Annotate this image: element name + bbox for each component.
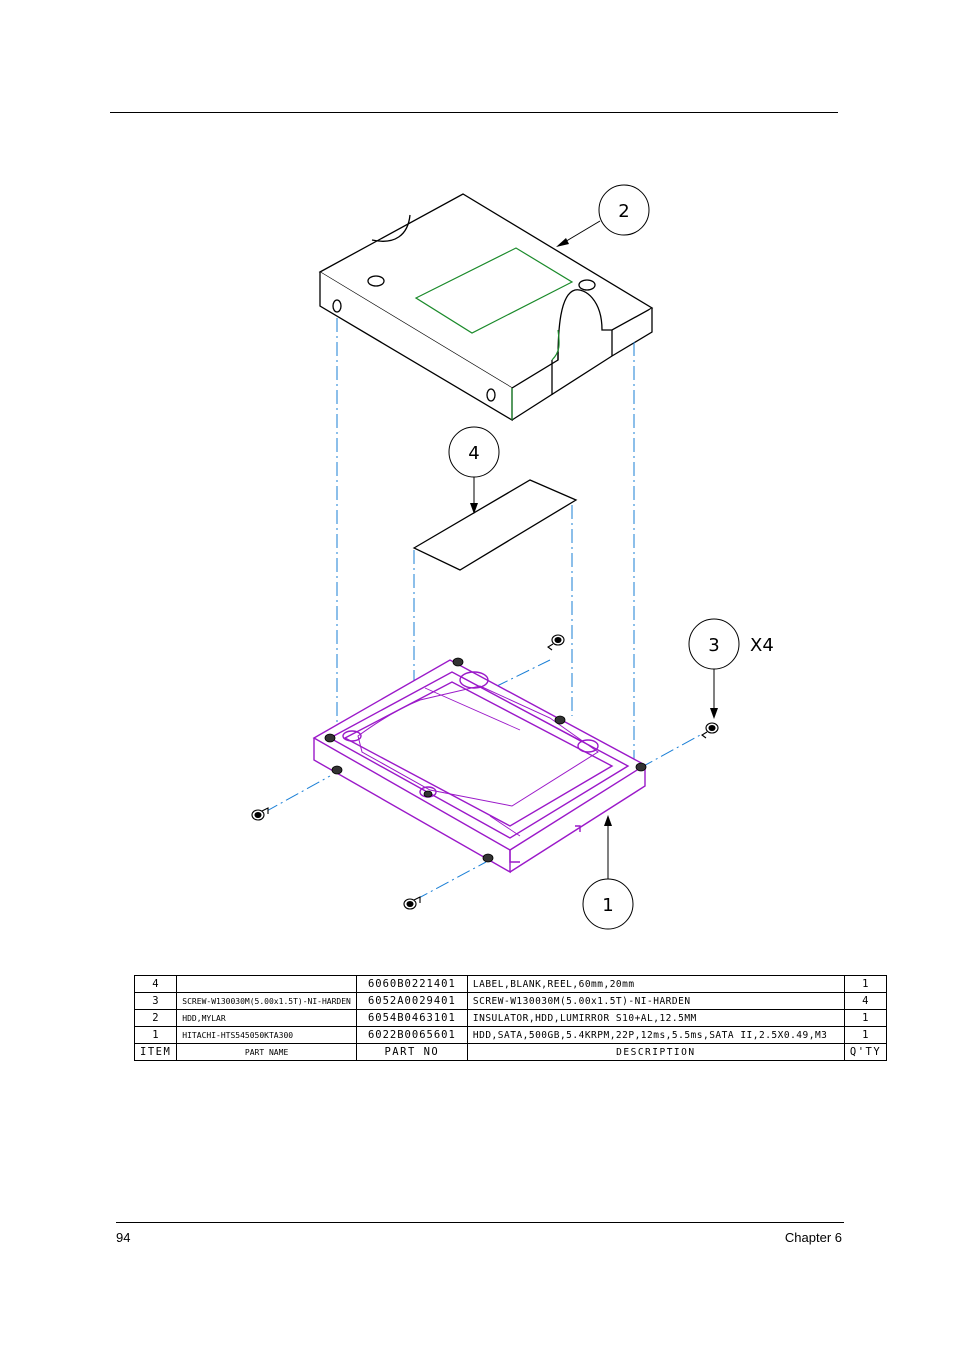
- qty-cell: 1: [843, 975, 888, 993]
- part-name-cell: HDD,MYLAR: [176, 1009, 357, 1027]
- svg-text:3: 3: [708, 635, 719, 656]
- qty-cell: 4: [843, 992, 888, 1010]
- hdd-part: [312, 659, 647, 874]
- qty-cell: 1: [843, 1026, 888, 1044]
- svg-text:1: 1: [602, 895, 613, 916]
- table-header-row: ITEM PART NAME PART NO DESCRIPTION Q'TY: [133, 1043, 888, 1061]
- description-cell: LABEL,BLANK,REEL,60mm,20mm: [466, 975, 845, 993]
- item-cell: 1: [133, 1026, 178, 1044]
- top-rule: [110, 112, 838, 113]
- screw-parts: [251, 634, 719, 910]
- screw-4: [701, 722, 719, 739]
- balloon-item-1: 1: [582, 815, 634, 930]
- header-description: DESCRIPTION: [466, 1043, 845, 1061]
- description-cell: INSULATOR,HDD,LUMIRROR S10+AL,12.5MM: [466, 1009, 845, 1027]
- screw-3: [547, 634, 565, 651]
- table-row: 3 SCREW-W130030M(5.00x1.5T)-NI-HARDEN 60…: [133, 992, 888, 1010]
- hdd-mounting-holes: [324, 657, 647, 863]
- bottom-rule: [116, 1222, 844, 1223]
- table-row: 1 HITACHI-HTS545050KTA300 6022B0065601 H…: [133, 1026, 888, 1044]
- part-no-cell: 6052A0029401: [355, 992, 468, 1010]
- svg-text:4: 4: [468, 443, 479, 464]
- part-no-cell: 6022B0065601: [355, 1026, 468, 1044]
- part-name-cell: [176, 975, 357, 993]
- balloon-item-4: 4: [448, 426, 500, 514]
- page-number: 94: [116, 1230, 131, 1245]
- parts-table: 4 6060B0221401 LABEL,BLANK,REEL,60mm,20m…: [133, 975, 888, 1061]
- part-name-cell: SCREW-W130030M(5.00x1.5T)-NI-HARDEN: [176, 992, 357, 1010]
- header-item: ITEM: [133, 1043, 178, 1061]
- part-no-cell: 6054B0463101: [355, 1009, 468, 1027]
- mylar-label-area: [414, 247, 574, 420]
- header-part-no: PART NO: [355, 1043, 468, 1061]
- label-part: [412, 479, 578, 571]
- table-row: 4 6060B0221401 LABEL,BLANK,REEL,60mm,20m…: [133, 975, 888, 993]
- header-part-name: PART NAME: [176, 1043, 357, 1061]
- assembly-centerlines: [264, 318, 703, 901]
- description-cell: HDD,SATA,500GB,5.4KRPM,22P,12ms,5.5ms,SA…: [466, 1026, 845, 1044]
- table-row: 2 HDD,MYLAR 6054B0463101 INSULATOR,HDD,L…: [133, 1009, 888, 1027]
- part-name-cell: HITACHI-HTS545050KTA300: [176, 1026, 357, 1044]
- qty-cell: 1: [843, 1009, 888, 1027]
- screw-1: [251, 807, 269, 821]
- svg-text:2: 2: [618, 201, 629, 222]
- screw-2: [403, 896, 421, 910]
- exploded-assembly-diagram: 2 4: [251, 184, 774, 930]
- balloon-item-2: 2: [556, 184, 650, 247]
- chapter-label: Chapter 6: [784, 1230, 842, 1245]
- item-cell: 2: [133, 1009, 178, 1027]
- item-cell: 3: [133, 992, 178, 1010]
- description-cell: SCREW-W130030M(5.00x1.5T)-NI-HARDEN: [466, 992, 845, 1010]
- item-cell: 4: [133, 975, 178, 993]
- part-no-cell: 6060B0221401: [355, 975, 468, 993]
- balloon-item-3: 3 X4: [688, 618, 774, 719]
- header-qty: Q'TY: [843, 1043, 888, 1061]
- quantity-multiplier: X4: [750, 635, 774, 656]
- hdd-mylar-part: [318, 193, 654, 422]
